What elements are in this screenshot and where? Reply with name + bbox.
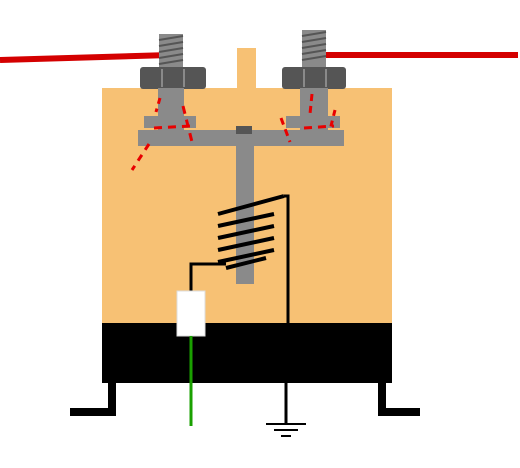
right-terminal (282, 30, 346, 130)
screw-terminal-icon (282, 30, 346, 130)
insulator (177, 291, 205, 336)
housing-top-tab (237, 48, 256, 90)
contact-sparks (130, 93, 337, 171)
coil-icon (217, 194, 285, 270)
coil (217, 194, 285, 270)
left-mounting-leg (70, 372, 116, 416)
ground-symbol-icon (266, 423, 306, 437)
screw-terminal-icon (140, 34, 206, 130)
coil-lead-right (284, 194, 290, 324)
left-terminal (140, 34, 206, 130)
right-contact-pad (286, 116, 340, 128)
right-mounting-leg (378, 372, 420, 416)
left-terminal-wire (0, 52, 171, 63)
relay-base (102, 323, 392, 383)
ground (266, 423, 306, 437)
coil-lead-left (189, 262, 226, 292)
